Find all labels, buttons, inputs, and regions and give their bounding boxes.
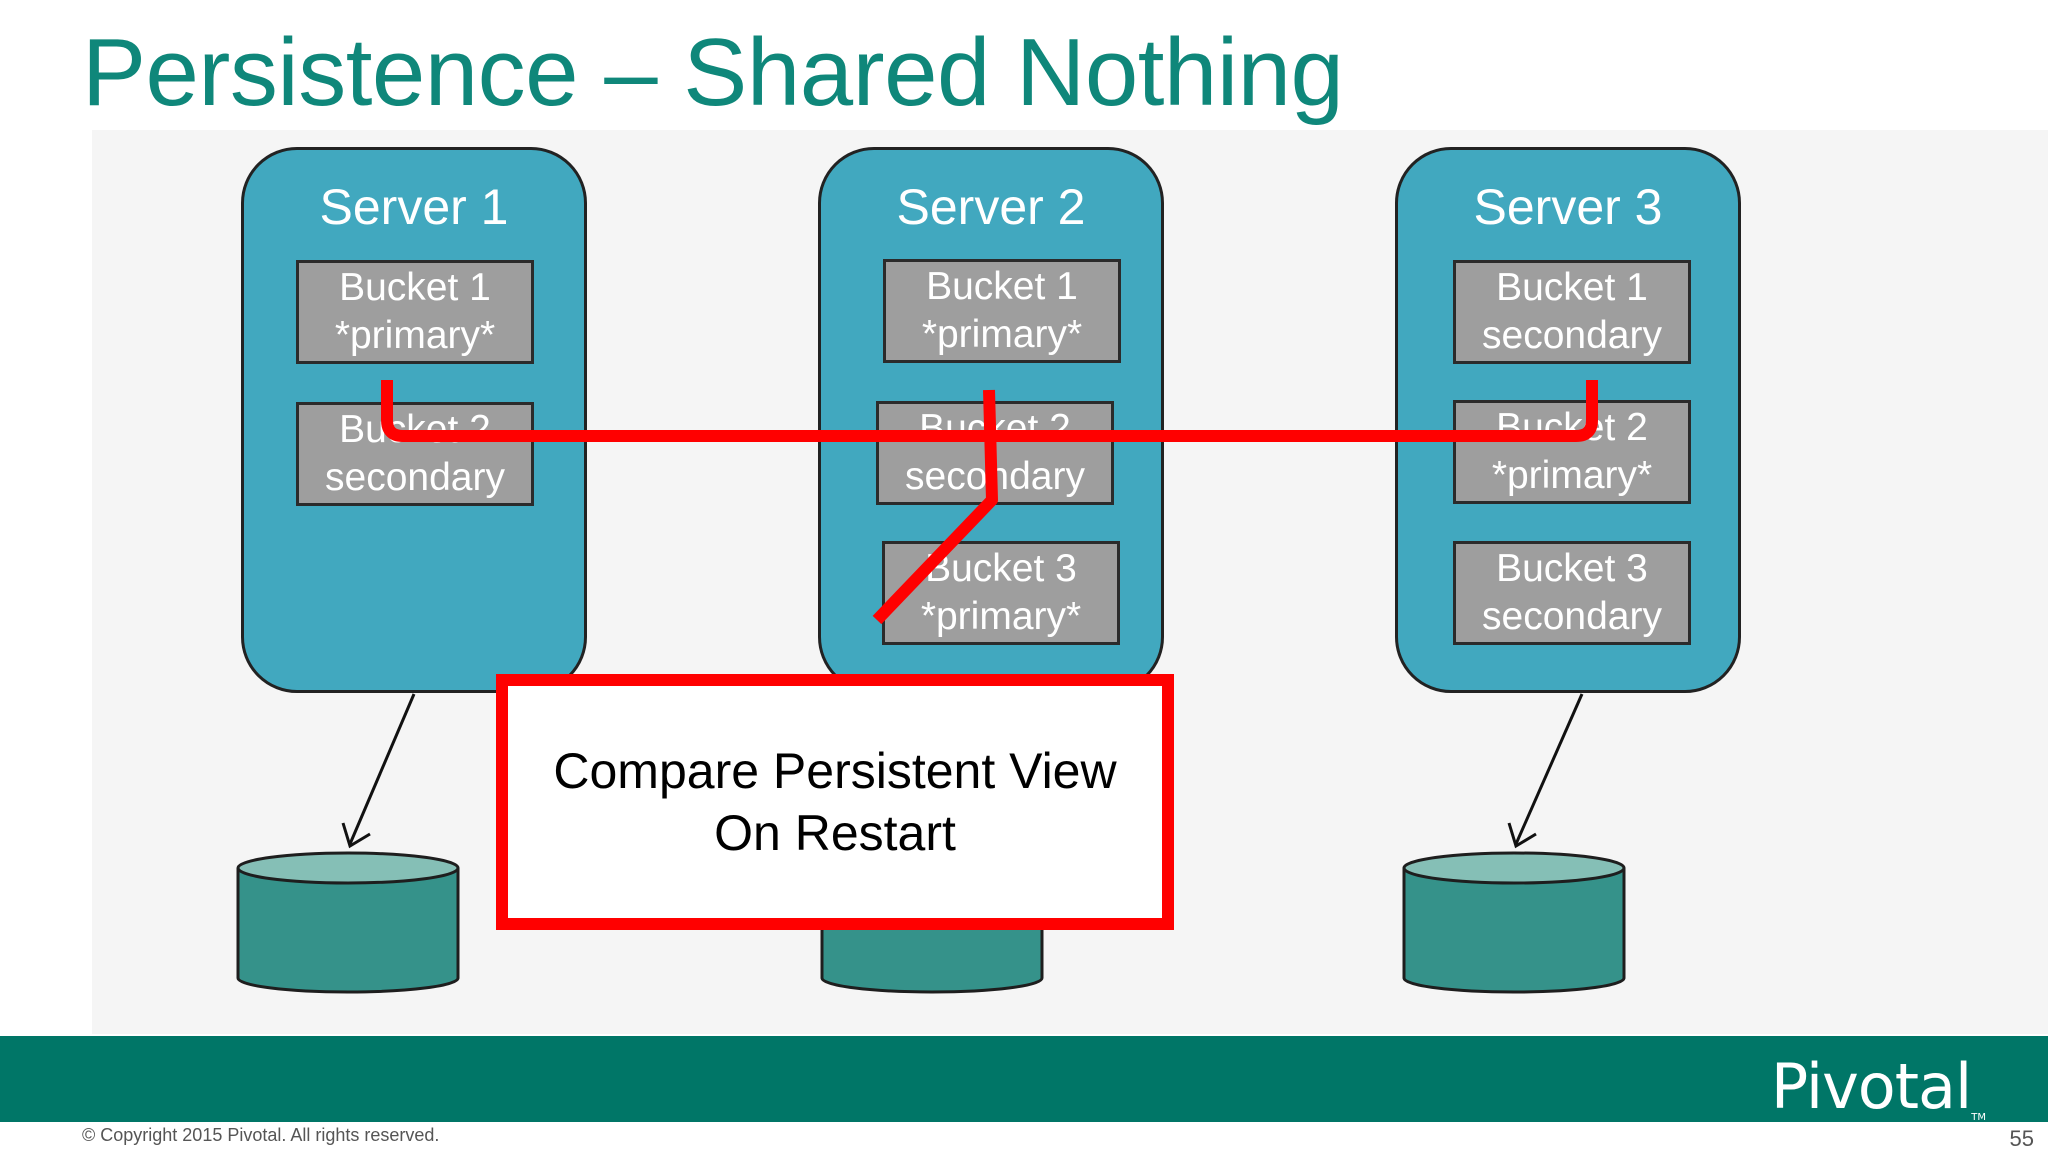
server-label: Server 2 xyxy=(896,179,1086,235)
server-3: Server 3 Bucket 1 secondary Bucket 2 *pr… xyxy=(1395,147,1741,693)
bucket-role: secondary xyxy=(1482,314,1662,357)
bucket-role: secondary xyxy=(1482,595,1662,638)
bucket-role: secondary xyxy=(325,456,505,499)
bucket-box: Bucket 1 secondary xyxy=(1453,260,1691,364)
callout-box: Compare Persistent View On Restart xyxy=(496,674,1174,930)
bucket-role: *primary* xyxy=(1491,454,1653,497)
bucket-role: *primary* xyxy=(921,313,1083,356)
bucket-name: Bucket 3 xyxy=(1496,547,1648,590)
bucket-name: Bucket 1 xyxy=(926,265,1078,308)
arrow-icon xyxy=(341,693,416,849)
page-number: 55 xyxy=(2009,1126,2034,1151)
bucket-name: Bucket 2 xyxy=(339,408,491,451)
server-label: Server 3 xyxy=(1473,179,1663,235)
footer-band: PivotalTM xyxy=(0,1036,2048,1123)
bucket-box: Bucket 3 secondary xyxy=(1453,541,1691,645)
callout-line-1: Compare Persistent View xyxy=(553,743,1117,799)
pivotal-logo: PivotalTM xyxy=(1771,1050,1986,1123)
bucket-role: *primary* xyxy=(920,595,1082,638)
bucket-name: Bucket 1 xyxy=(1496,266,1648,309)
disk-icon xyxy=(1402,851,1626,994)
bucket-name: Bucket 1 xyxy=(339,266,491,309)
bucket-role: *primary* xyxy=(334,314,496,357)
bucket-box: Bucket 3 *primary* xyxy=(882,541,1120,645)
slide-title: Persistence – Shared Nothing xyxy=(82,19,1344,126)
bucket-box: Bucket 2 secondary xyxy=(296,402,534,506)
bucket-box: Bucket 1 *primary* xyxy=(296,260,534,364)
logo-trademark: TM xyxy=(1971,1112,1986,1123)
bucket-box: Bucket 1 *primary* xyxy=(883,259,1121,363)
disk-icon xyxy=(236,851,460,994)
server-1: Server 1 Bucket 1 *primary* Bucket 2 sec… xyxy=(241,147,587,693)
arrow-icon xyxy=(1507,693,1584,849)
logo-text: Pivotal xyxy=(1770,1050,1972,1123)
copyright-text: © Copyright 2015 Pivotal. All rights res… xyxy=(82,1125,440,1145)
callout-line-2: On Restart xyxy=(714,805,956,861)
bucket-name: Bucket 3 xyxy=(925,547,1077,590)
red-connector-line xyxy=(381,380,1598,625)
server-label: Server 1 xyxy=(319,179,509,235)
